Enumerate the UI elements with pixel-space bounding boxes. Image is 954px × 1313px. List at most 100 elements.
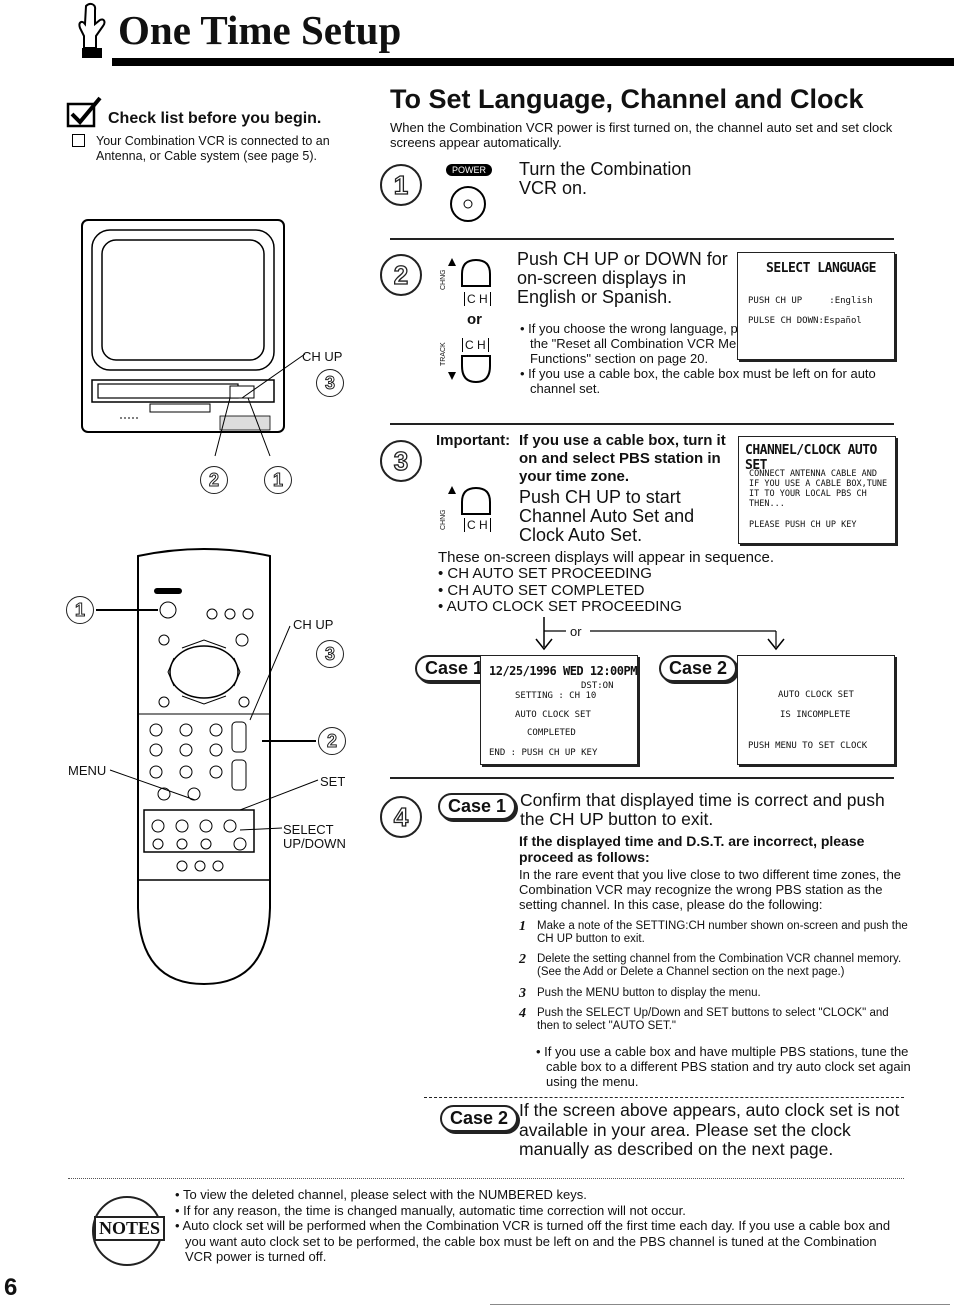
rule-step4 <box>390 777 894 779</box>
remote-ch-up-label: CH UP <box>293 617 334 632</box>
remote-leader-lines <box>109 625 319 831</box>
case1-setting: SETTING : CH 10 <box>515 691 597 701</box>
case1-screen: 12/25/1996 WED 12:00PM DST:ON SETTING : … <box>480 655 638 765</box>
page-title: One Time Setup <box>118 7 402 53</box>
substep-num: 3 <box>519 986 526 1001</box>
checkmark-icon <box>66 96 102 128</box>
step2-bullets: • If you choose the wrong language, plea… <box>520 321 904 396</box>
notes-item: • If for any reason, the time is changed… <box>175 1202 686 1218</box>
important-label: Important: <box>436 432 511 449</box>
substep-num: 1 <box>519 919 526 934</box>
checkbox[interactable] <box>72 134 85 147</box>
step1-text: Turn the Combination VCR on. <box>519 159 692 198</box>
page-number: 6 <box>4 1274 18 1301</box>
ch-label-2: C H <box>462 338 489 352</box>
remote-leader-2 <box>262 740 316 742</box>
remote-set-label: SET <box>320 774 346 789</box>
chng-label-3: CHNG <box>440 509 447 530</box>
or-arrows <box>535 617 785 651</box>
hand-icon <box>78 2 110 62</box>
remote-menu-label: MENU <box>68 763 107 778</box>
step4-substep-2: 2 Delete the setting channel from the Co… <box>519 953 909 979</box>
notes-rule <box>68 1178 904 1179</box>
step3-text: Push CH UP to start Channel Auto Set and… <box>519 487 695 545</box>
tv-diagram <box>80 218 330 498</box>
sequence-item: • CH AUTO SET COMPLETED <box>438 581 645 599</box>
select-language-screen: SELECT LANGUAGE PUSH CH UP :English PULS… <box>737 252 895 360</box>
case2-line1: AUTO CLOCK SET <box>778 690 854 700</box>
section-intro: When the Combination VCR power is first … <box>390 120 893 150</box>
step3-number: 3 <box>380 440 422 482</box>
ch-label-1: C H <box>464 292 491 306</box>
notes-item: • Auto clock set will be performed when … <box>175 1218 891 1264</box>
step4-substep-3: 3 Push the MENU button to display the me… <box>519 986 909 1001</box>
or-label: or <box>570 624 582 639</box>
substep-num: 2 <box>519 952 526 967</box>
footer-rule <box>490 1304 950 1305</box>
case1-end: END : PUSH CH UP KEY <box>489 748 598 758</box>
case2-badge: Case 2 <box>659 655 738 682</box>
sequence-item: • AUTO CLOCK SET PROCEEDING <box>438 598 682 615</box>
step4-para: In the rare event that you live close to… <box>519 867 902 912</box>
power-label: POWER <box>446 164 493 176</box>
step4-substep-4: 4 Push the SELECT Up/Down and SET button… <box>519 1007 909 1033</box>
checklist-title: Check list before you begin. <box>108 110 322 127</box>
step4-text: Confirm that displayed time is correct a… <box>520 790 885 829</box>
tv-num-2: 2 <box>200 466 228 494</box>
step4-case1-badge: Case 1 <box>438 793 517 820</box>
step2-number: 2 <box>380 254 422 296</box>
dashed-rule <box>424 1097 904 1098</box>
sequence-intro: These on-screen displays will appear in … <box>438 549 775 566</box>
step4-bullet: • If you use a cable box and have multip… <box>536 1044 911 1089</box>
step2-bullet-2: • If you use a cable box, the cable box … <box>520 366 876 396</box>
step1-number: 1 <box>380 164 422 206</box>
step2-or: or <box>467 311 482 328</box>
case2-line2: IS INCOMPLETE <box>780 710 851 720</box>
remote-diagram <box>134 548 274 988</box>
rule-step2 <box>390 238 894 240</box>
substep-num: 4 <box>519 1006 526 1021</box>
channel-clock-title: CHANNEL/CLOCK AUTO SET <box>745 443 877 473</box>
remote-leader-1 <box>96 609 158 611</box>
select-language-title: SELECT LANGUAGE <box>766 261 876 276</box>
case2-text-badge: Case 2 <box>440 1105 519 1132</box>
case1-time: 12/25/1996 WED 12:00PM <box>489 664 637 678</box>
notes-item: • To view the deleted channel, please se… <box>175 1187 587 1202</box>
case2-screen: AUTO CLOCK SET IS INCOMPLETE PUSH MENU T… <box>737 655 895 765</box>
case1-acs: AUTO CLOCK SET <box>515 710 591 720</box>
substep-text: Delete the setting channel from the Comb… <box>537 953 902 978</box>
sequence-item: • CH AUTO SET PROCEEDING <box>438 565 652 582</box>
ch-up-button-icon[interactable] <box>446 256 492 306</box>
select-language-line1: PUSH CH UP :English <box>748 296 873 306</box>
section-title: To Set Language, Channel and Clock <box>390 84 864 114</box>
channel-clock-line1: CONNECT ANTENNA CABLE AND IF YOU USE A C… <box>749 469 888 509</box>
important-text: If you use a cable box, turn it on and s… <box>519 432 726 485</box>
select-language-line2: PULSE CH DOWN:Español <box>748 316 862 326</box>
sequence-list: • CH AUTO SET PROCEEDING • CH AUTO SET C… <box>438 565 682 616</box>
remote-num-2: 2 <box>318 727 346 755</box>
step4-number: 4 <box>380 796 422 838</box>
tv-num-3: 3 <box>316 369 344 397</box>
case2-text: If the screen above appears, auto clock … <box>519 1100 900 1159</box>
step4-bold: If the displayed time and D.S.T. are inc… <box>519 833 865 865</box>
case2-line3: PUSH MENU TO SET CLOCK <box>748 741 868 751</box>
substep-text: Make a note of the SETTING:CH number sho… <box>537 920 908 945</box>
step4-substep-1: 1 Make a note of the SETTING:CH number s… <box>519 920 909 946</box>
ch-down-button-icon[interactable] <box>446 352 492 386</box>
tv-ch-up-label: CH UP <box>302 349 343 364</box>
step2-text: Push CH UP or DOWN for on-screen display… <box>517 249 728 307</box>
tv-num-1: 1 <box>264 466 292 494</box>
rule-step3 <box>390 423 894 425</box>
notes-list: • To view the deleted channel, please se… <box>175 1187 895 1265</box>
channel-clock-screen: CHANNEL/CLOCK AUTO SET CONNECT ANTENNA C… <box>738 436 896 544</box>
power-button-icon[interactable] <box>448 184 488 224</box>
notes-label: NOTES <box>94 1216 166 1241</box>
step2-bullet-1: • If you choose the wrong language, plea… <box>520 321 794 366</box>
case1-completed: COMPLETED <box>527 728 576 738</box>
ch-label-3: C H <box>464 518 491 532</box>
chng-label-1: CHNG <box>440 269 447 290</box>
case1-dst: DST:ON <box>581 681 614 691</box>
remote-num-3: 3 <box>316 640 344 668</box>
channel-clock-line2: PLEASE PUSH CH UP KEY <box>749 520 857 530</box>
ch-up-button-icon-2[interactable] <box>446 484 492 530</box>
